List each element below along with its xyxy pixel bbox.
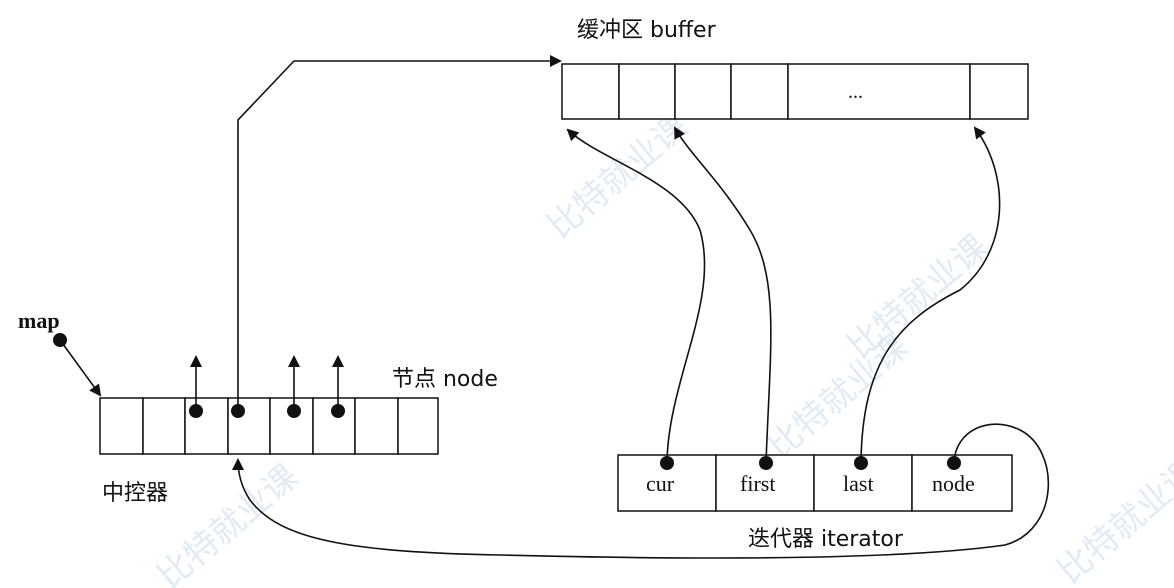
controller-cell — [99, 397, 144, 455]
iterator-label: 迭代器 iterator — [748, 527, 904, 552]
buffer-cell — [674, 63, 732, 120]
iterator-array: cur first last node — [617, 454, 1013, 512]
iterator-last-arrow — [860, 126, 1001, 464]
watermark-text: 比特就业课 — [1050, 452, 1174, 588]
buffer-array: ... — [561, 63, 1029, 120]
node-label: 节点 node — [392, 367, 498, 392]
buffer-cell — [969, 63, 1029, 120]
watermark-text: 比特就业课 — [150, 457, 306, 588]
buffer-cell — [618, 63, 676, 120]
iterator-field-node: node — [932, 471, 975, 496]
buffer-cell — [561, 63, 620, 120]
iterator-cell-node — [911, 454, 1013, 512]
iterator-field-cur: cur — [646, 471, 675, 496]
controller-array — [99, 397, 439, 455]
node-to-buffer-line — [237, 55, 562, 411]
buffer-cell — [730, 63, 789, 120]
watermark-group: 比特就业课 比特就业课 比特就业课 比特就业课 比特就业课 — [150, 107, 1174, 588]
controller-cell — [142, 397, 186, 455]
map-label: map — [18, 308, 60, 333]
controller-cell — [354, 397, 399, 455]
buffer-label: 缓冲区 buffer — [577, 18, 717, 43]
watermark-text: 比特就业课 — [540, 107, 696, 247]
iterator-first-arrow — [674, 126, 772, 464]
buffer-ellipsis: ... — [848, 81, 863, 103]
controller-cell — [397, 397, 439, 455]
map-pointer-arrow — [59, 339, 102, 397]
buffer-cell-wide — [787, 63, 971, 120]
iterator-node-arrow — [232, 423, 1050, 559]
watermark-text: 比特就业课 — [840, 227, 996, 367]
controller-label: 中控器 — [102, 481, 168, 506]
iterator-field-first: first — [740, 471, 775, 496]
iterator-field-last: last — [843, 471, 874, 496]
watermark-text: 比特就业课 — [760, 327, 916, 467]
iterator-cur-arrow — [566, 128, 706, 464]
